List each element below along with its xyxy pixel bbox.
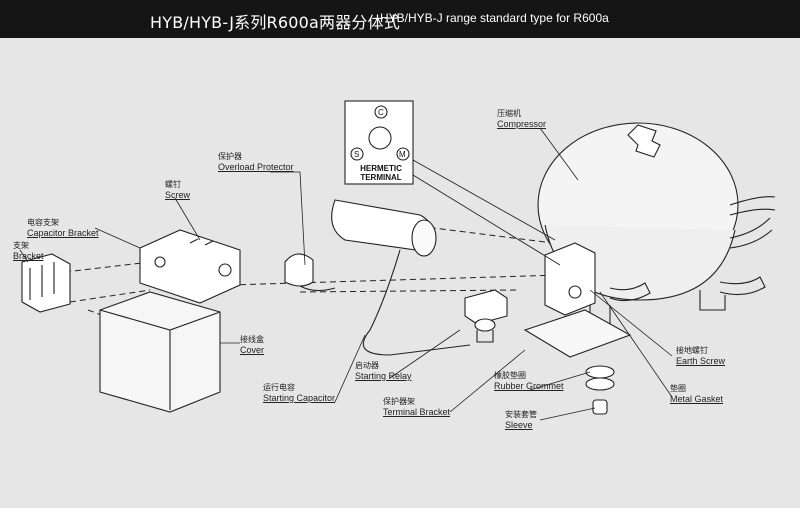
terminal-detail-box — [344, 100, 561, 266]
label-terminal-bracket-en: Terminal Bracket — [383, 407, 451, 417]
label-overload-protector-en: Overload Protector — [218, 162, 294, 172]
capacitor-bracket-shape — [139, 229, 241, 304]
label-overload-protector: 保护器 Overload Protector — [218, 152, 294, 172]
label-bracket-en: Bracket — [13, 251, 44, 261]
label-capacitor-bracket-en: Capacitor Bracket — [27, 228, 99, 238]
terminal-title-line1: HERMETIC — [360, 164, 402, 173]
terminal-title-line2: TERMINAL — [360, 173, 402, 182]
label-earth-screw: 接地螺钉 Earth Screw — [676, 346, 725, 366]
label-sleeve-en: Sleeve — [505, 420, 533, 430]
label-compressor-en: Compressor — [497, 119, 547, 129]
protector-shape — [284, 253, 336, 292]
capacitor-shape — [331, 199, 471, 356]
label-metal-gasket-en: Metal Gasket — [670, 394, 724, 404]
pin-c: C — [378, 108, 384, 117]
label-capacitor-bracket-cn: 电容支架 — [27, 218, 59, 227]
title-english: HYB/HYB-J range standard type for R600a — [380, 11, 609, 25]
label-starting-relay: 启动器 Starting Relay — [355, 361, 412, 381]
label-starting-relay-en: Starting Relay — [355, 371, 412, 381]
leader-lines — [19, 127, 673, 421]
label-metal-gasket-cn: 垫圈 — [670, 384, 686, 393]
label-rubber-grommet-en: Rubber Grommet — [494, 381, 564, 391]
cover-shape — [99, 291, 221, 413]
label-compressor-cn: 压缩机 — [497, 109, 521, 118]
label-cover-en: Cover — [240, 345, 265, 355]
compressor — [523, 122, 776, 358]
diagram-drawing — [19, 100, 776, 421]
label-screw: 螺钉 Screw — [165, 180, 190, 200]
label-overload-protector-cn: 保护器 — [218, 152, 242, 161]
pin-s: S — [354, 150, 360, 159]
relay-shape — [464, 289, 508, 343]
label-cover-cn: 接线盒 — [240, 335, 264, 344]
label-metal-gasket: 垫圈 Metal Gasket — [670, 384, 723, 404]
label-screw-cn: 螺钉 — [165, 180, 181, 189]
label-rubber-grommet-cn: 橡胶垫圈 — [494, 371, 526, 380]
label-cover: 接线盒 Cover — [240, 335, 264, 355]
label-earth-screw-cn: 接地螺钉 — [676, 346, 708, 355]
label-bracket: 支架 Bracket — [13, 241, 44, 261]
label-capacitor-bracket: 电容支架 Capacitor Bracket — [27, 218, 99, 238]
label-bracket-cn: 支架 — [13, 241, 29, 250]
label-screw-en: Screw — [165, 190, 191, 200]
label-starting-capacitor-cn: 运行电容 — [263, 383, 295, 392]
header-bar: HYB/HYB-J系列R600a两器分体式 HYB/HYB-J range st… — [0, 0, 800, 38]
label-earth-screw-en: Earth Screw — [676, 356, 726, 366]
pin-m: M — [399, 150, 406, 159]
hermetic-terminal-label: HERMETIC TERMINAL — [352, 164, 410, 182]
label-compressor: 压缩机 Compressor — [497, 109, 546, 129]
label-terminal-bracket-cn: 保护器架 — [383, 397, 415, 406]
label-terminal-bracket: 保护器架 Terminal Bracket — [383, 397, 450, 417]
label-starting-capacitor: 运行电容 Starting Capacitor — [263, 383, 335, 403]
grommet-sleeve-shape — [585, 365, 615, 415]
title-chinese: HYB/HYB-J系列R600a两器分体式 — [150, 13, 400, 32]
bracket-shape — [21, 253, 71, 313]
label-starting-relay-cn: 启动器 — [355, 361, 379, 370]
label-sleeve: 安装套管 Sleeve — [505, 410, 537, 430]
label-sleeve-cn: 安装套管 — [505, 410, 537, 419]
label-starting-capacitor-en: Starting Capacitor — [263, 393, 336, 403]
exploded-diagram: HERMETIC TERMINAL C S M 压缩机 Compressor 保… — [0, 38, 800, 508]
label-rubber-grommet: 橡胶垫圈 Rubber Grommet — [494, 371, 564, 391]
